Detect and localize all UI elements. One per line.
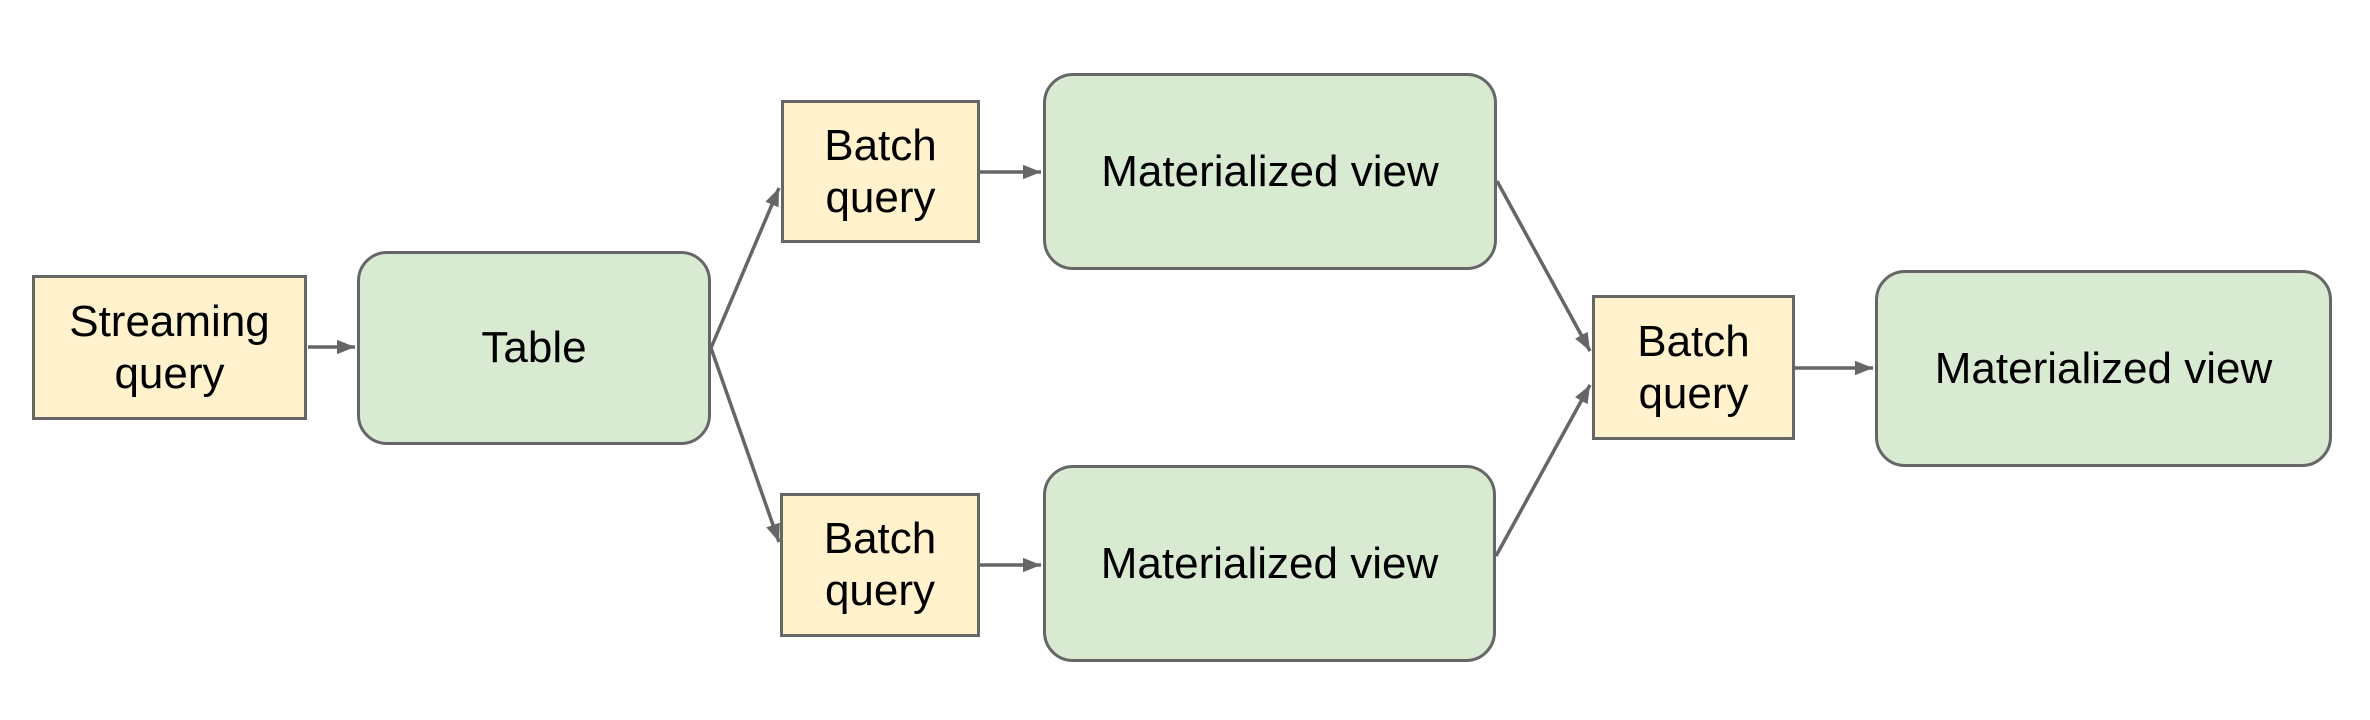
node-materialized-view-top-label: Materialized view — [1101, 146, 1439, 196]
node-materialized-view-final: Materialized view — [1875, 270, 2332, 467]
node-materialized-view-bottom-label: Materialized view — [1100, 538, 1439, 588]
node-batch-query-top: Batch query — [781, 100, 980, 243]
edge-mv-top-to-batch-query-final — [1495, 180, 1592, 352]
edge-table-to-batch-query-top — [709, 187, 781, 349]
node-materialized-view-bottom: Materialized view — [1043, 465, 1496, 662]
edge-mv-bottom-to-batch-query-final — [1494, 384, 1592, 557]
edge-table-to-batch-query-bottom — [709, 347, 781, 543]
node-batch-query-top-label: Batch query — [824, 120, 937, 222]
node-table: Table — [357, 251, 711, 445]
node-materialized-view-final-label: Materialized view — [1934, 343, 2273, 393]
node-batch-query-final: Batch query — [1592, 295, 1795, 440]
node-materialized-view-top: Materialized view — [1043, 73, 1497, 270]
node-streaming-query-label: Streaming query — [69, 296, 270, 398]
node-streaming-query: Streaming query — [32, 275, 307, 420]
node-batch-query-bottom: Batch query — [780, 493, 980, 637]
node-batch-query-final-label: Batch query — [1637, 316, 1750, 418]
node-batch-query-bottom-label: Batch query — [823, 514, 937, 615]
node-table-label: Table — [481, 323, 587, 373]
